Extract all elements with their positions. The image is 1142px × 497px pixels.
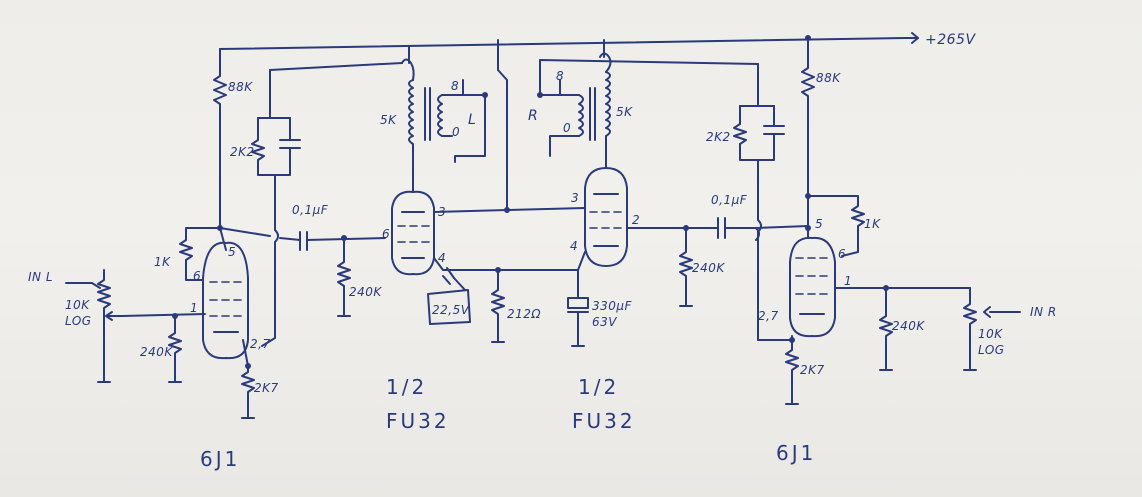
right-fu32-pin-label: 4 <box>570 239 578 253</box>
right-coupling-cap <box>717 217 760 241</box>
junction-dot <box>805 35 811 41</box>
junction-dot <box>537 92 543 98</box>
left-screen-resistor-label: 1K <box>154 255 171 269</box>
right-coupling-cap-label: 0,1µF <box>711 193 748 207</box>
junction-dot <box>683 225 689 231</box>
left-output-transformer <box>401 45 486 163</box>
junction-dot <box>482 92 488 98</box>
right-pot-value-label: 10K <box>978 327 1003 341</box>
right-feedback-resistor-label: 2K2 <box>706 130 731 144</box>
left-fu32-name-label: FU32 <box>386 409 450 433</box>
right-fu-grid-resistor-label: 240K <box>692 261 725 275</box>
left-fu32-pin-label: 4 <box>438 251 446 265</box>
junction-dot <box>341 235 347 241</box>
supply-rail <box>219 32 919 50</box>
left-fu32-pin-label: 6 <box>382 227 390 241</box>
shared-cathode-resistor-label: 212Ω <box>507 307 541 321</box>
junction-dot <box>495 267 501 273</box>
left-pot-value-label: 10K <box>65 298 90 312</box>
junction-dot <box>172 313 178 319</box>
left-6j1-pin-label: 5 <box>228 245 236 259</box>
right-fu-grid-resistor <box>679 227 693 307</box>
right-6j1-tube <box>789 236 836 338</box>
right-fu32-name-label: FU32 <box>572 409 636 433</box>
right-fu32-wiring <box>577 145 719 271</box>
junction-dot <box>245 363 251 369</box>
screen-feed-wire <box>497 39 508 211</box>
cathode-cap-voltage-label: 63V <box>592 315 617 329</box>
left-grid-resistor-label: 240K <box>140 345 173 359</box>
right-driver-wiring <box>733 37 1021 405</box>
left-6j1-name-label: 6J1 <box>200 447 240 471</box>
right-ot-tap-label: 8 <box>556 69 564 83</box>
junction-dot <box>217 225 223 231</box>
right-fu32-pin-label: 2 <box>632 213 640 227</box>
left-fu-grid-resistor <box>337 237 351 317</box>
right-ot-primary-label: 5K <box>616 105 633 119</box>
left-driver-wiring <box>65 48 403 419</box>
right-cathode-resistor-label: 2K7 <box>800 363 825 377</box>
left-ot-zero-label: 0 <box>452 125 460 139</box>
left-fu32-tube <box>391 190 435 276</box>
left-6j1-tube <box>202 241 249 360</box>
left-ot-out-label: L <box>468 112 476 128</box>
left-6j1-pin-label: 2,7 <box>250 337 271 351</box>
right-6j1-pin-label: 6 <box>838 247 846 261</box>
cathode-capacitor <box>567 269 589 347</box>
right-6j1-name-label: 6J1 <box>776 441 816 465</box>
junction-dot <box>805 225 811 231</box>
shared-cathode-resistor <box>491 269 505 343</box>
right-grid-resistor-label: 240K <box>892 319 925 333</box>
cathode-cap-value-label: 330µF <box>592 299 633 313</box>
left-6j1-pin-label: 6 <box>193 269 201 283</box>
left-coupling-cap-label: 0,1µF <box>292 203 329 217</box>
junction-dot <box>805 193 811 199</box>
right-input-label: IN R <box>1030 305 1057 319</box>
right-ot-zero-label: 0 <box>563 121 571 135</box>
left-coupling-cap <box>299 231 386 251</box>
left-6j1-pin-label: 1 <box>190 301 198 315</box>
supply-voltage-label: +265V <box>925 32 976 48</box>
right-ot-out-label: R <box>528 108 538 124</box>
left-ot-tap-label: 8 <box>451 79 459 93</box>
right-fu32-fraction-label: 1/2 <box>578 375 619 399</box>
left-fu32-pin-label: 3 <box>438 205 446 219</box>
right-6j1-pin-label: 1 <box>844 274 852 288</box>
left-cathode-resistor-label: 2K7 <box>254 381 279 395</box>
right-6j1-pin-label: 5 <box>815 217 823 231</box>
right-pot-taper-label: LOG <box>978 343 1005 357</box>
bias-box <box>427 289 471 325</box>
left-ot-primary-label: 5K <box>380 113 397 127</box>
left-pot-taper-label: LOG <box>65 314 92 328</box>
left-fu-grid-resistor-label: 240K <box>349 285 382 299</box>
right-fu32-pin-label: 3 <box>571 191 579 205</box>
right-6j1-pin-label: 2,7 <box>758 309 779 323</box>
bias-voltage-label: 22,5V <box>432 303 470 317</box>
right-output-transformer <box>539 39 759 157</box>
left-fu32-fraction-label: 1/2 <box>386 375 427 399</box>
right-fu32-tube <box>584 167 628 267</box>
junction-dot <box>789 337 795 343</box>
left-feedback-resistor-label: 2K2 <box>230 145 255 159</box>
right-screen-resistor-label: 1K <box>864 217 881 231</box>
left-plate-resistor-label: 88K <box>228 80 253 94</box>
left-input-label: IN L <box>28 270 53 284</box>
junction-dot <box>883 285 889 291</box>
right-plate-resistor-label: 88K <box>816 71 841 85</box>
